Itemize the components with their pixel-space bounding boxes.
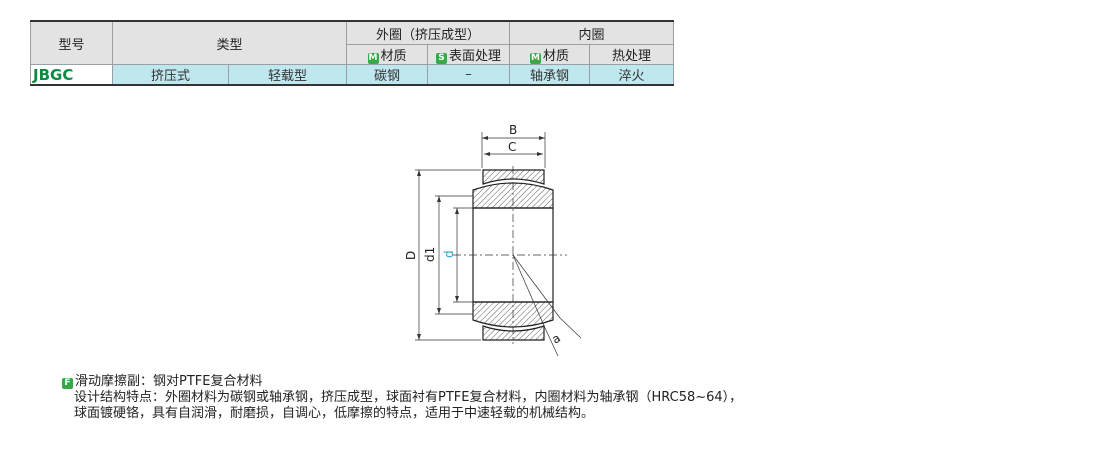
dimension-d1: d1 <box>423 195 473 315</box>
label-b: B <box>509 123 517 137</box>
row-inner-material: 轴承钢 <box>509 64 591 86</box>
row-model: JBGC <box>30 64 113 86</box>
material-badge-icon: M <box>530 53 542 64</box>
bearing-cross-section-diagram: B C D d1 <box>404 123 582 357</box>
label-c: C <box>508 140 516 154</box>
row-type1: 挤压式 <box>112 64 229 86</box>
header-outer-surface-label: 表面处理 <box>449 49 502 64</box>
row-outer-surface: – <box>427 64 511 86</box>
row-outer-material: 碳钢 <box>346 64 429 86</box>
surface-badge-icon: S <box>436 53 448 64</box>
label-d1: d1 <box>423 247 437 262</box>
notes-line-1: 设计结构特点：外圈材料为碳钢或轴承钢，挤压成型，球面衬有PTFE复合材料，内圈材… <box>74 390 743 405</box>
header-inner-heat: 热处理 <box>589 44 675 65</box>
notes-line-2: 球面镀硬铬，具有自润滑，耐磨损，自调心，低摩擦的特点，适用于中速轻载的机械结构。 <box>74 406 595 421</box>
table-row: JBGC 挤压式 轻载型 碳钢 – 轴承钢 淬火 <box>30 64 675 86</box>
notes-title: 滑动摩擦副：钢对PTFE复合材料 <box>75 374 263 389</box>
material-badge-icon: M <box>367 53 379 64</box>
header-type: 类型 <box>111 20 348 65</box>
row-inner-heat: 淬火 <box>589 64 675 86</box>
header-outer-material-label: 材质 <box>380 49 407 64</box>
header-outer-ring: 外圈（挤压成型） <box>346 20 511 45</box>
friction-badge-icon: F <box>62 378 73 389</box>
dimension-b: B <box>481 123 546 168</box>
dimension-d-outer: D <box>404 169 481 341</box>
header-inner-ring: 内圈 <box>509 20 675 45</box>
header-model: 型号 <box>30 20 113 65</box>
dimension-c: C <box>484 140 543 156</box>
label-a: a <box>550 331 563 347</box>
header-inner-material-label: 材质 <box>543 49 570 64</box>
dimension-d-inner: d <box>442 207 473 303</box>
label-d-outer: D <box>404 251 418 260</box>
label-d-inner: d <box>442 250 456 258</box>
row-type2: 轻载型 <box>227 64 348 86</box>
